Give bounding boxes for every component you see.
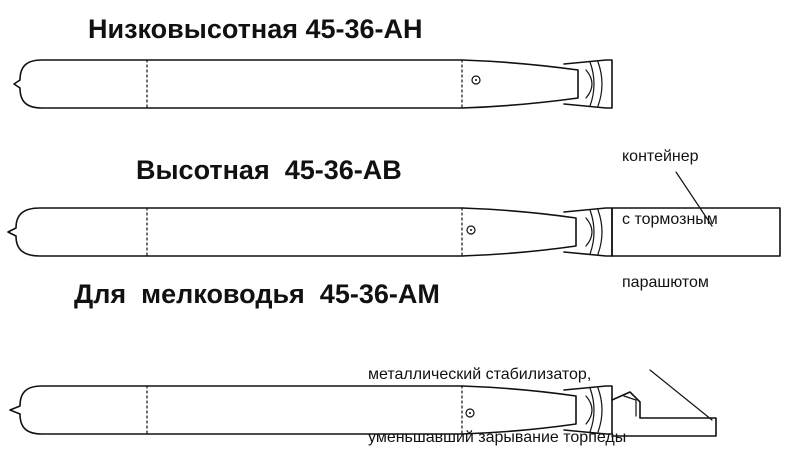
annotation-stabilizer-line-1: металлический стабилизатор, bbox=[368, 366, 592, 383]
torpedo-av-hull bbox=[7, 207, 577, 257]
torpedo-shallow-water bbox=[9, 385, 717, 437]
annotation-parachute-line-3: парашютом bbox=[622, 274, 709, 291]
torpedo-am-marker-icon bbox=[465, 408, 475, 418]
torpedo-an-propeller bbox=[585, 61, 603, 107]
annotation-parachute: контейнер с тормозным парашютом bbox=[622, 104, 718, 314]
metal-stabilizer bbox=[611, 391, 717, 437]
torpedo-am-tail-shroud bbox=[563, 385, 613, 435]
parachute-leader-line bbox=[675, 171, 713, 227]
parachute-container bbox=[611, 207, 781, 257]
torpedo-high-altitude bbox=[7, 207, 781, 257]
torpedo-av-marker-icon bbox=[466, 225, 476, 235]
torpedo-an-hull bbox=[13, 59, 579, 109]
torpedo-drawings bbox=[7, 59, 781, 437]
stabilizer-leader-line bbox=[649, 369, 713, 421]
torpedo-low-altitude bbox=[13, 59, 613, 109]
torpedo-am-propeller bbox=[585, 387, 603, 433]
title-shallow-water: Для мелководья 45-36-АМ bbox=[74, 279, 440, 309]
annotation-parachute-line-2: с тормозным bbox=[622, 211, 718, 228]
torpedo-av-tail-shroud bbox=[563, 207, 613, 257]
torpedo-am-hull bbox=[9, 385, 577, 435]
torpedo-an-marker-icon bbox=[471, 75, 481, 85]
title-high-altitude: Высотная 45-36-АВ bbox=[136, 155, 402, 185]
torpedo-av-propeller bbox=[585, 209, 603, 255]
torpedo-an-tail-shroud bbox=[563, 59, 613, 109]
annotation-parachute-line-1: контейнер bbox=[622, 148, 699, 165]
title-low-altitude: Низковысотная 45-36-АН bbox=[88, 14, 423, 44]
